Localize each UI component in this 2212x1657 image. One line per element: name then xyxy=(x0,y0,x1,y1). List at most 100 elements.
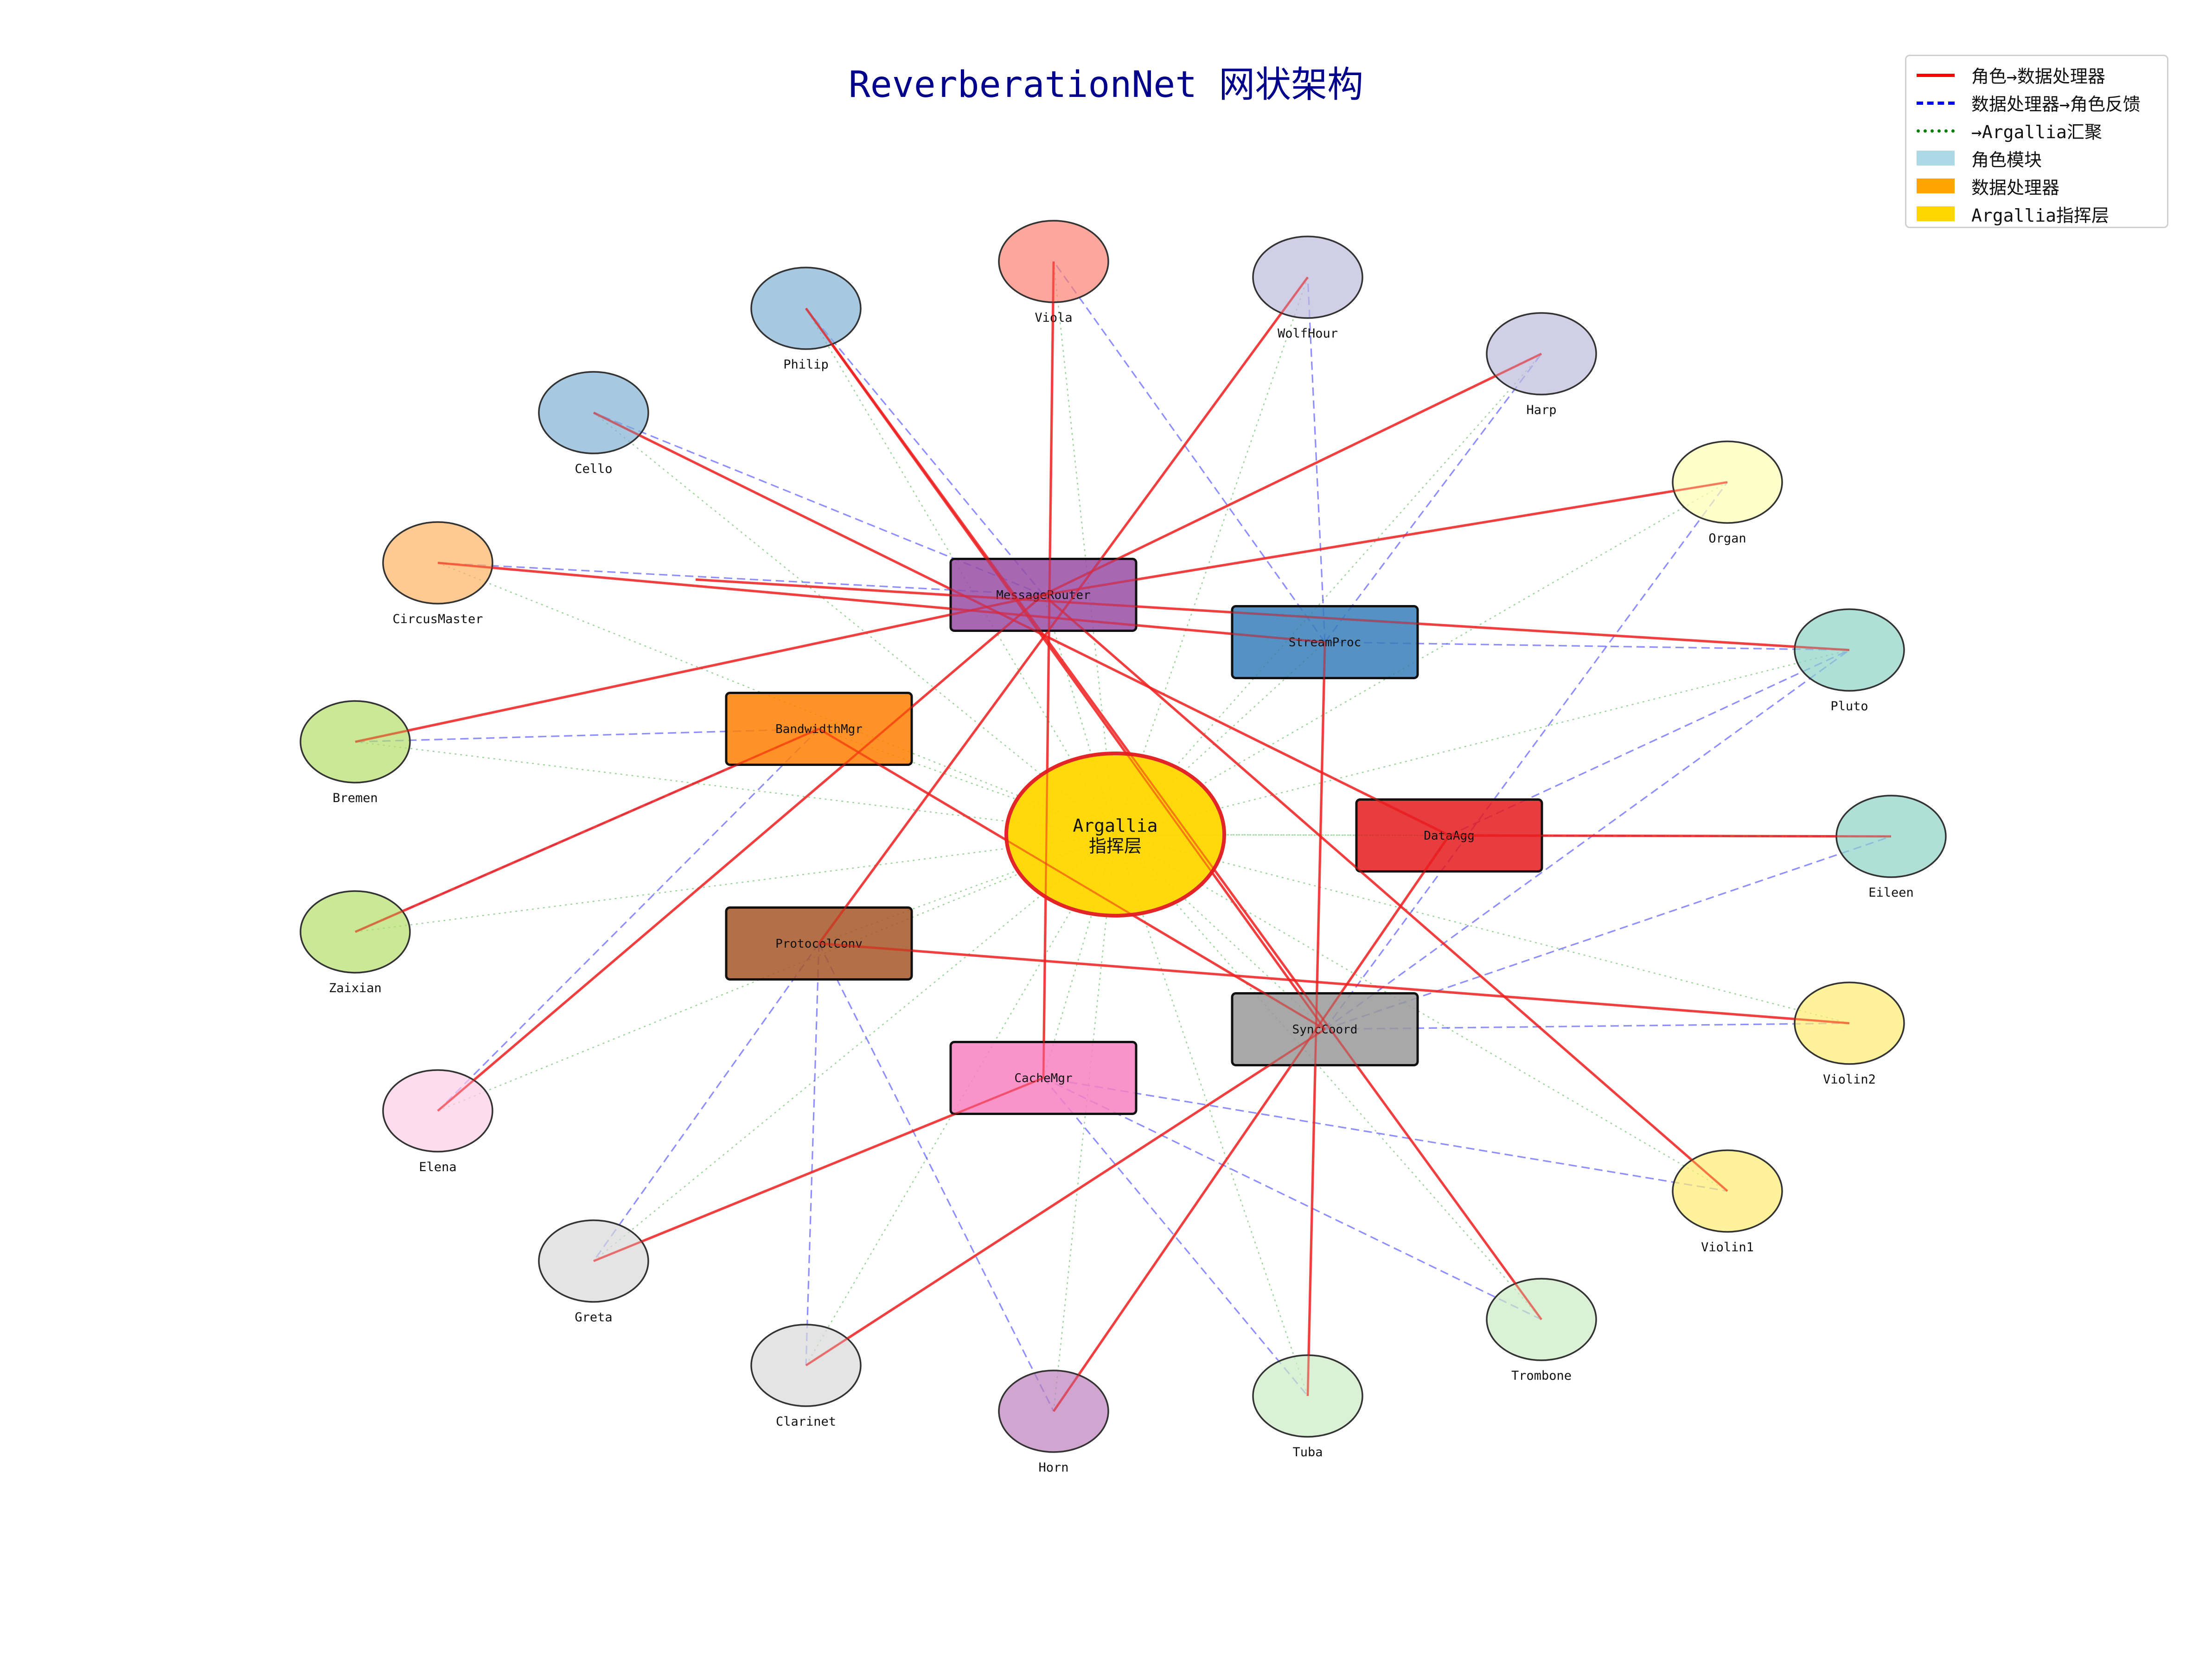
role-nodes: ViolaWolfHourHarpOrganPlutoEileenViolin2… xyxy=(300,220,1947,1475)
convergence-edge-cello xyxy=(593,412,1116,835)
role-cello: Cello xyxy=(538,371,649,476)
role-wolfhour: WolfHour xyxy=(1252,236,1363,341)
role-ellipse xyxy=(998,220,1109,303)
processor-cachemgr: CacheMgr xyxy=(949,1041,1138,1115)
role-edge-overlay xyxy=(593,412,1450,836)
convergence-edge-horn xyxy=(1053,834,1116,1412)
processor-label: StreamProc xyxy=(1289,636,1362,650)
feedback-edge-cachemgr-violin1 xyxy=(1043,1077,1728,1192)
role-label: Viola xyxy=(1035,311,1072,325)
role-clarinet: Clarinet xyxy=(750,1324,862,1429)
argallia-ellipse xyxy=(1004,752,1226,918)
feedback-edge-streamproc-wolfhour xyxy=(1307,277,1326,643)
processor-label: DataAgg xyxy=(1424,829,1475,843)
role-label: Tuba xyxy=(1292,1445,1323,1459)
role-edge-harp-messagerouter xyxy=(1042,352,1542,596)
legend-line-swatch xyxy=(1915,93,1956,112)
legend-item: 角色→数据处理器 xyxy=(1915,61,2159,89)
role-label: Harp xyxy=(1526,403,1556,417)
processor-box xyxy=(949,558,1138,632)
role-edge-overlay xyxy=(1042,261,1055,1078)
role-tuba: Tuba xyxy=(1252,1354,1363,1459)
role-edge-clarinet-synccoord xyxy=(805,1028,1326,1367)
processor-box xyxy=(949,1041,1138,1115)
processor-label: CacheMgr xyxy=(1014,1071,1072,1085)
role-label: Philip xyxy=(783,357,829,372)
role-label: Pluto xyxy=(1830,699,1868,714)
role-ellipse xyxy=(300,700,411,784)
role-ellipse xyxy=(300,890,411,974)
feedback-edge-cachemgr-trombone xyxy=(1043,1077,1542,1320)
role-philip: Philip xyxy=(750,267,862,372)
role-edge-overlay xyxy=(355,728,819,933)
convergence-edge-organ xyxy=(1115,481,1728,835)
feedback-edge-streamproc-harp xyxy=(1324,353,1542,643)
role-label: Trombone xyxy=(1511,1369,1572,1383)
legend-line-swatch xyxy=(1915,65,1956,84)
role-edge-overlay xyxy=(355,594,1044,743)
feedback-edge-messagerouter-philip xyxy=(805,307,1044,596)
feedback-edge-synccoord-eileen xyxy=(1324,835,1892,1030)
role-ellipse xyxy=(1486,1278,1597,1361)
processor-box xyxy=(725,906,913,981)
feedback-edge-messagerouter-circusmaster xyxy=(437,562,1044,596)
role-pluto: Pluto xyxy=(1794,608,1905,714)
role-edge-viola-cachemgr xyxy=(1042,261,1055,1078)
role-edge-horn-dataagg xyxy=(1052,835,1451,1412)
legend-color-swatch xyxy=(1915,177,1956,195)
feedback-edge-bandwidthmgr-elena xyxy=(437,728,820,1112)
convergence-edge-viola xyxy=(1053,261,1116,835)
role-ellipse xyxy=(1252,1354,1363,1438)
role-organ: Organ xyxy=(1672,440,1783,546)
role-label: Bremen xyxy=(332,791,378,805)
legend-label: 角色模块 xyxy=(1971,149,2042,170)
role-label: Greta xyxy=(575,1310,612,1325)
role-greta: Greta xyxy=(538,1219,649,1325)
role-ellipse xyxy=(998,1370,1109,1453)
legend-line-swatch xyxy=(1915,121,1956,140)
role-edge-overlay xyxy=(1043,481,1728,596)
role-edge-organ-messagerouter xyxy=(1043,481,1728,596)
legend-item: 角色模块 xyxy=(1915,144,2159,172)
role-ellipse xyxy=(1794,608,1905,692)
role-edge-circusmaster-streamproc xyxy=(437,561,1325,644)
processor-protocolconv: ProtocolConv xyxy=(725,906,913,981)
role-edge-overlay xyxy=(593,1077,1044,1262)
legend-label: Argallia指挥层 xyxy=(1971,205,2110,226)
role-ellipse xyxy=(538,371,649,454)
feedback-edge-synccoord-organ xyxy=(1324,482,1728,1030)
role-edge-overlay xyxy=(818,943,1850,1024)
role-bremen: Bremen xyxy=(300,700,411,805)
role-ellipse xyxy=(382,521,493,605)
role-edge-overlay xyxy=(818,276,1309,944)
role-violin2: Violin2 xyxy=(1794,981,1905,1087)
feedback-edge-streamproc-viola xyxy=(1053,261,1326,643)
convergence-edge-trombone xyxy=(1115,834,1542,1320)
processor-box xyxy=(1231,605,1419,679)
legend-label: →Argallia汇聚 xyxy=(1971,121,2102,142)
convergence-edge-wolfhour xyxy=(1114,277,1309,835)
processor-label: MessageRouter xyxy=(996,588,1091,602)
processor-bandwidthmgr: BandwidthMgr xyxy=(725,692,913,766)
processor-nodes: MessageRouterStreamProcBandwidthMgrDataA… xyxy=(725,558,1543,1115)
role-viola: Viola xyxy=(998,220,1109,325)
role-ellipse xyxy=(1835,795,1947,878)
feedback-edge-protocolconv-horn xyxy=(818,943,1055,1412)
role-edge-overlay xyxy=(437,562,1325,643)
role-label: Violin1 xyxy=(1701,1240,1754,1255)
feedback-edge-synccoord-pluto xyxy=(1324,649,1850,1030)
processor-dataagg: DataAgg xyxy=(1355,798,1543,873)
legend-label: 角色→数据处理器 xyxy=(1971,66,2105,87)
convergence-edge-violin1 xyxy=(1115,834,1728,1192)
role-edge-overlay xyxy=(1449,835,1892,837)
processor-label: ProtocolConv xyxy=(775,937,863,951)
processor-messagerouter: MessageRouter xyxy=(949,558,1138,632)
role-edge-overlay xyxy=(695,579,1850,651)
feedback-edge-dataagg-pluto xyxy=(1449,649,1850,836)
processor-label: BandwidthMgr xyxy=(775,722,863,736)
role-edge-overlay xyxy=(1053,835,1450,1412)
convergence-edge-tuba xyxy=(1114,834,1309,1396)
